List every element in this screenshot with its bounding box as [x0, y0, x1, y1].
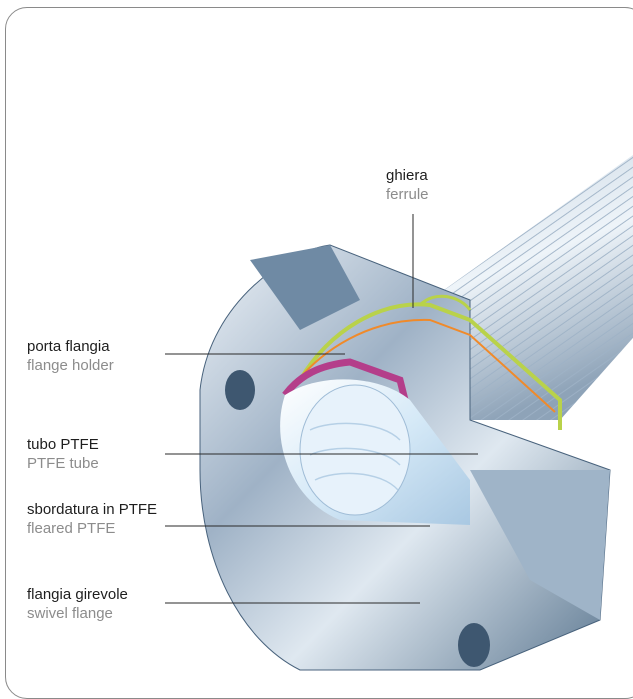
label-ferrule-it: ghiera	[386, 166, 429, 185]
label-ferrule: ghiera ferrule	[386, 166, 429, 204]
label-flange-holder-it: porta flangia	[27, 337, 114, 356]
label-flange-holder-en: flange holder	[27, 356, 114, 375]
label-swivel-flange-it: flangia girevole	[27, 585, 128, 604]
label-swivel-flange-en: swivel flange	[27, 604, 128, 623]
label-flared-ptfe-en: fleared PTFE	[27, 519, 157, 538]
label-ptfe-tube: tubo PTFE PTFE tube	[27, 435, 99, 473]
label-flared-ptfe-it: sbordatura in PTFE	[27, 500, 157, 519]
label-flange-holder: porta flangia flange holder	[27, 337, 114, 375]
label-flared-ptfe: sbordatura in PTFE fleared PTFE	[27, 500, 157, 538]
label-ptfe-tube-en: PTFE tube	[27, 454, 99, 473]
label-ptfe-tube-it: tubo PTFE	[27, 435, 99, 454]
label-ferrule-en: ferrule	[386, 185, 429, 204]
label-swivel-flange: flangia girevole swivel flange	[27, 585, 128, 623]
